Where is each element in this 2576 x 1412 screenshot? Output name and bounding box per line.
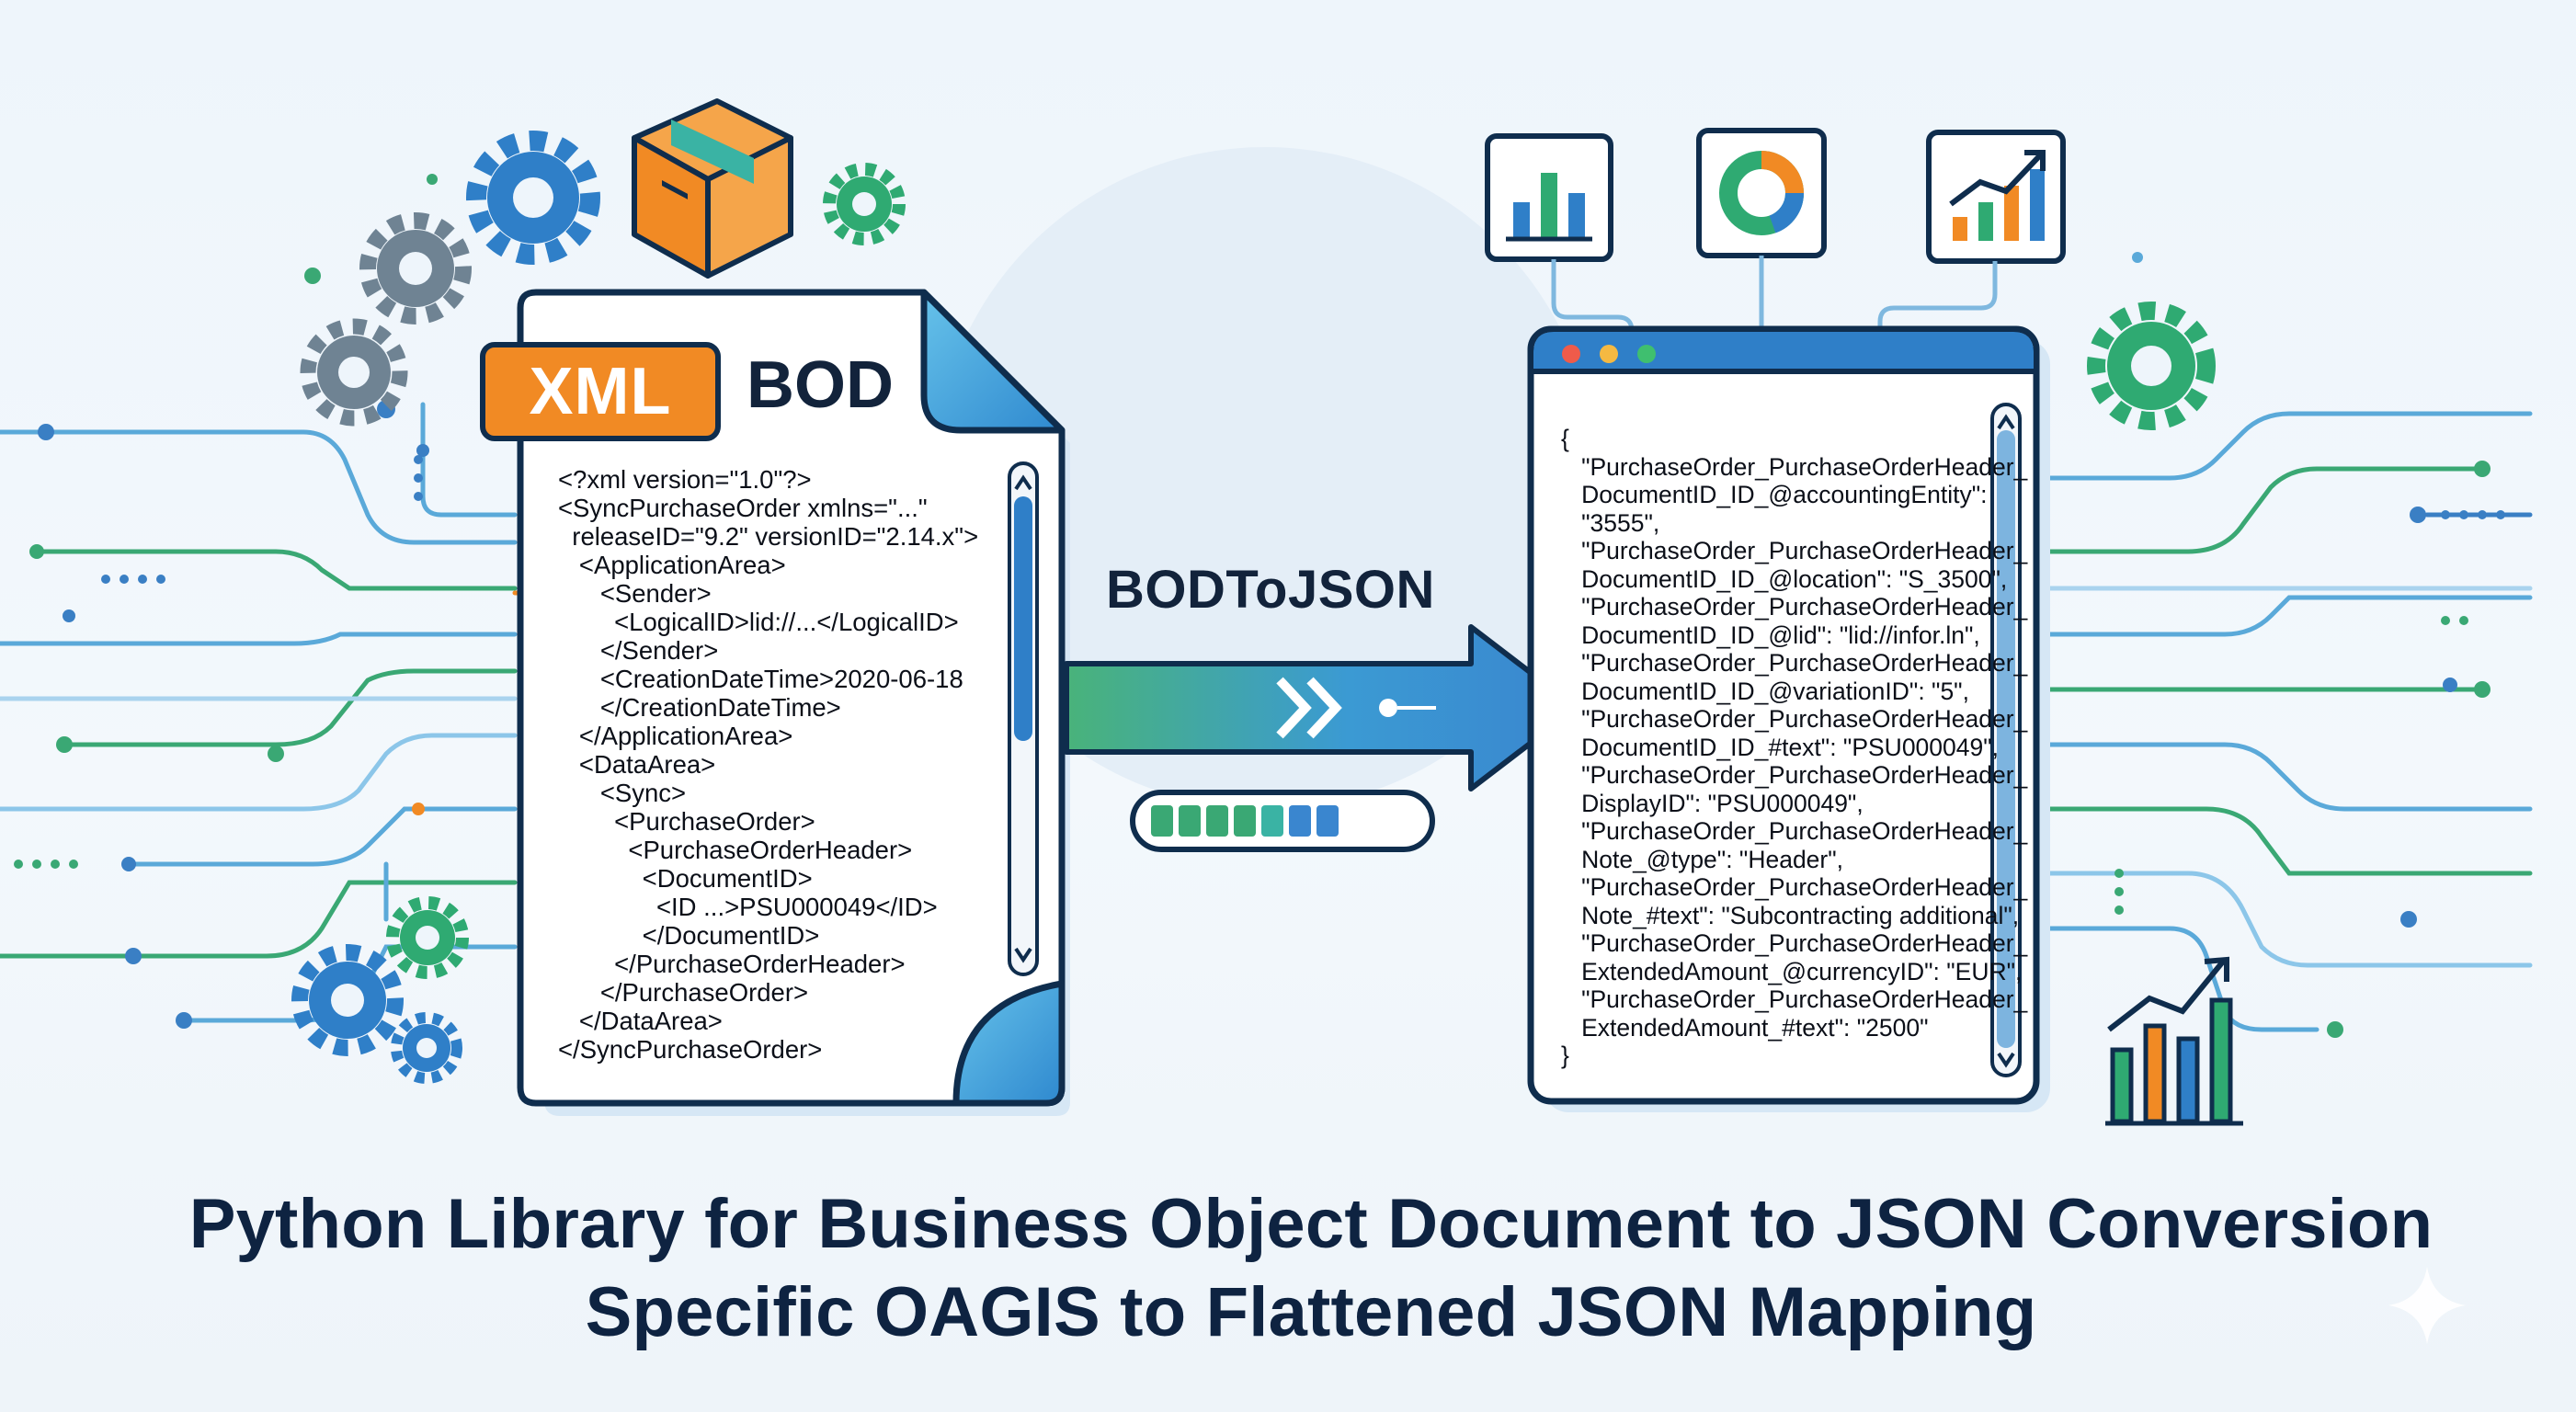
xml-code-line: <Sender>	[558, 579, 712, 608]
chevron-up-icon[interactable]	[1997, 414, 2015, 430]
json-code-line: DocumentID_ID_@variationID": "5",	[1561, 677, 1969, 705]
xml-document	[517, 289, 1070, 1116]
json-code-line: {	[1561, 425, 1569, 452]
progress-segment	[1151, 805, 1173, 837]
progress-segment	[1234, 805, 1256, 837]
package-icon	[632, 98, 793, 279]
json-code-line: "PurchaseOrder_PurchaseOrderHeader_	[1561, 929, 2028, 957]
xml-code-line: <ApplicationArea>	[558, 551, 786, 579]
xml-code-line: <PurchaseOrderHeader>	[558, 836, 913, 864]
chevron-up-icon[interactable]	[1014, 474, 1032, 491]
gear-icon	[291, 944, 404, 1056]
json-code-line: "PurchaseOrder_PurchaseOrderHeader_	[1561, 705, 2028, 733]
json-code-line: "PurchaseOrder_PurchaseOrderHeader_	[1561, 761, 2028, 789]
json-code-line: "PurchaseOrder_PurchaseOrderHeader_	[1561, 593, 2028, 621]
chevron-down-icon[interactable]	[1997, 1052, 2015, 1068]
gear-icon	[2087, 302, 2216, 430]
xml-code-line: releaseID="9.2" versionID="2.14.x">	[558, 522, 979, 551]
progress-bar	[1130, 790, 1435, 852]
chart-connectors	[1551, 256, 1998, 332]
xml-code-line: <LogicalID>lid://...</LogicalID>	[558, 608, 959, 636]
xml-code-line: <?xml version="1.0"?>	[558, 465, 812, 494]
json-window	[1527, 325, 2050, 1112]
background-circle	[934, 147, 1596, 809]
json-code-line: }	[1561, 1042, 1569, 1069]
converter-label: BODToJSON	[1106, 560, 1435, 620]
progress-segment	[1179, 805, 1201, 837]
json-code-line: DocumentID_ID_@lid": "lid://infor.ln",	[1561, 621, 1980, 649]
json-code-line: "PurchaseOrder_PurchaseOrderHeader_	[1561, 452, 2028, 481]
json-code-line: "PurchaseOrder_PurchaseOrderHeader_	[1561, 649, 2028, 677]
xml-code-line: </SyncPurchaseOrder>	[558, 1035, 823, 1064]
left-circuit-dots	[14, 174, 438, 1029]
xml-code-line: </PurchaseOrderHeader>	[558, 950, 906, 978]
gear-icon	[391, 1012, 462, 1084]
json-code-line: DisplayID": "PSU000049",	[1561, 789, 1864, 817]
window-minimize-dot[interactable]	[1600, 345, 1618, 363]
xml-code-line: </PurchaseOrder>	[558, 978, 809, 1007]
xml-code-line: <DataArea>	[558, 750, 716, 779]
json-code-line: Note_@type": "Header",	[1561, 845, 1844, 873]
window-close-dot[interactable]	[1562, 345, 1580, 363]
json-code-line: Note_#text": "Subcontracting additional"…	[1561, 901, 2020, 929]
xml-code-line: <Sync>	[558, 779, 687, 807]
progress-segment	[1261, 805, 1283, 837]
progress-fill	[1151, 805, 1339, 837]
progress-segment	[1206, 805, 1228, 837]
json-code-line: "3555",	[1561, 508, 1660, 537]
xml-code-view: <?xml version="1.0"?><SyncPurchaseOrder …	[558, 465, 1018, 1064]
xml-code-line: </ApplicationArea>	[558, 722, 793, 750]
json-code-line: ExtendedAmount_#text": "2500"	[1561, 1013, 1929, 1042]
title-line-2: Specific OAGIS to Flattened JSON Mapping	[585, 1273, 2037, 1351]
gear-icon	[386, 896, 469, 979]
gear-icon	[359, 212, 472, 325]
json-scrollbar-thumb[interactable]	[1997, 430, 2015, 1048]
json-code-line: DocumentID_ID_#text": "PSU000049",	[1561, 733, 2000, 761]
json-code-line: DocumentID_ID_@location": "S_3500",	[1561, 564, 2008, 593]
json-code-line: "PurchaseOrder_PurchaseOrderHeader_	[1561, 817, 2028, 845]
title-line-1: Python Library for Business Object Docum…	[188, 1185, 2434, 1263]
right-circuit-dots	[2114, 252, 2505, 1038]
sparkle-icon	[2388, 1267, 2466, 1344]
xml-code-line: </DocumentID>	[558, 921, 820, 950]
xml-scrollbar-thumb[interactable]	[1014, 496, 1032, 741]
xml-code-line: </CreationDateTime>	[558, 693, 841, 722]
left-circuit-lines	[0, 402, 591, 1023]
json-code-view: { "PurchaseOrder_PurchaseOrderHeader_ Do…	[1561, 425, 2028, 1069]
xml-code-line: <PurchaseOrder>	[558, 807, 815, 836]
xml-badge: XML	[480, 342, 721, 441]
trend-chart-icon	[2105, 956, 2243, 1126]
json-code-line: ExtendedAmount_@currencyID": "EUR",	[1561, 957, 2023, 985]
chevron-down-icon[interactable]	[1014, 947, 1032, 963]
xml-code-line: <ID ...>PSU000049</ID>	[558, 893, 938, 921]
donut-chart-icon	[1696, 128, 1827, 258]
bar-chart-icon	[1485, 133, 1613, 262]
progress-segment	[1289, 805, 1311, 837]
gear-icon	[823, 163, 906, 245]
json-code-line: "PurchaseOrder_PurchaseOrderHeader_	[1561, 537, 2028, 564]
json-code-line: "PurchaseOrder_PurchaseOrderHeader_	[1561, 985, 2028, 1013]
xml-code-line: <DocumentID>	[558, 864, 813, 893]
trend-chart-icon	[1926, 130, 2066, 264]
right-circuit-lines	[2038, 411, 2533, 1032]
progress-segment	[1316, 805, 1339, 837]
window-maximize-dot[interactable]	[1637, 345, 1656, 363]
xml-code-line: <SyncPurchaseOrder xmlns="..."	[558, 494, 928, 522]
bod-label: BOD	[747, 348, 894, 422]
gear-icon	[466, 131, 600, 265]
xml-code-line: <CreationDateTime>2020-06-18	[558, 665, 963, 693]
xml-code-line: </Sender>	[558, 636, 719, 665]
xml-code-line: </DataArea>	[558, 1007, 723, 1035]
arrow-icon	[1064, 624, 1579, 791]
gear-icon	[300, 318, 408, 427]
json-code-line: "PurchaseOrder_PurchaseOrderHeader_	[1561, 873, 2028, 901]
json-code-line: DocumentID_ID_@accountingEntity":	[1561, 481, 1988, 508]
